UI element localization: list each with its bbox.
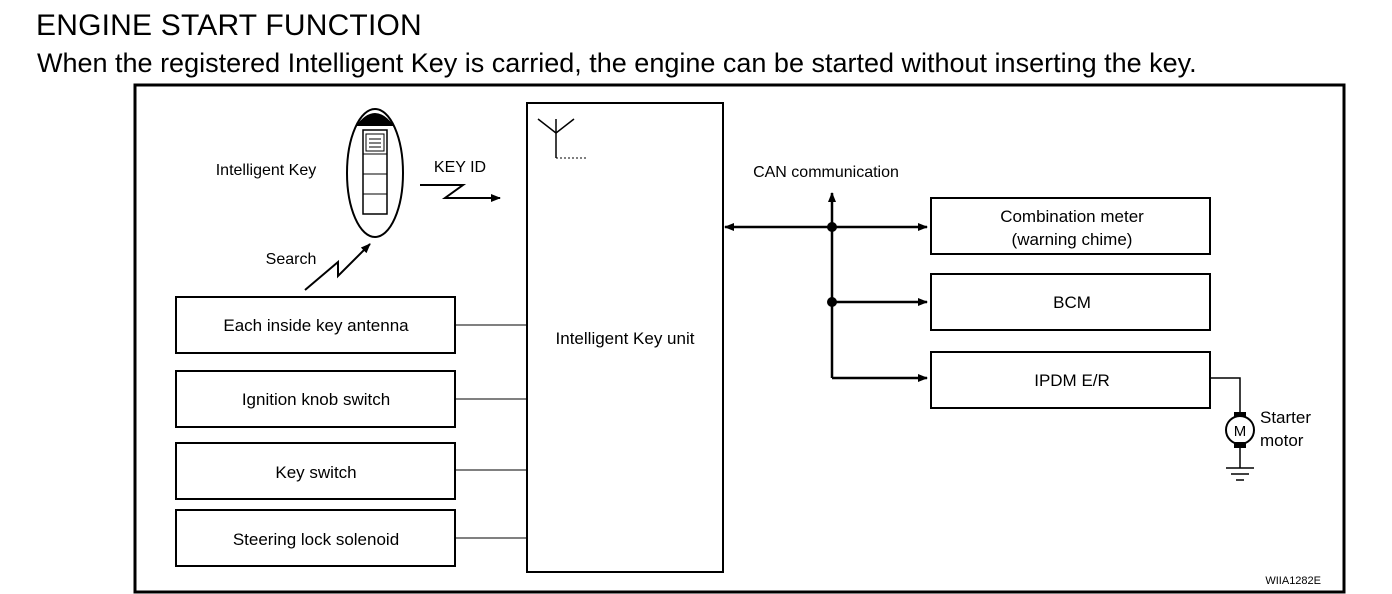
intelligent-key-unit-label: Intelligent Key unit — [556, 329, 695, 348]
antenna-icon — [537, 118, 586, 159]
starter-motor-icon: M — [1225, 412, 1255, 448]
input-box-key-switch: Key switch — [175, 442, 456, 500]
input-box-antenna: Each inside key antenna — [175, 296, 456, 354]
bcm-label: BCM — [1053, 293, 1091, 312]
intelligent-key-icon — [346, 108, 404, 238]
bcm-box: BCM — [930, 273, 1211, 331]
input-box-steering-lock: Steering lock solenoid — [175, 509, 456, 567]
key-id-label: KEY ID — [434, 159, 486, 176]
warning-chime-label: (warning chime) — [1012, 230, 1133, 249]
diagram-frame — [133, 83, 1346, 594]
key-id-signal-arrow — [420, 184, 501, 202]
page-description: When the registered Intelligent Key is c… — [37, 48, 1197, 78]
ground-icon — [1226, 467, 1254, 481]
can-junction-2 — [827, 297, 837, 307]
input-label-ignition-knob: Ignition knob switch — [242, 390, 390, 409]
input-label-antenna: Each inside key antenna — [223, 316, 409, 335]
input-label-key-switch: Key switch — [275, 463, 356, 482]
search-label: Search — [266, 251, 317, 268]
intelligent-key-unit: Intelligent Key unit — [526, 102, 724, 573]
motor-label: motor — [1260, 431, 1304, 450]
starter-label: Starter — [1260, 408, 1311, 427]
ipdm-label: IPDM E/R — [1034, 371, 1110, 390]
figure-code: WIIA1282E — [1265, 575, 1321, 587]
can-communication-label: CAN communication — [753, 164, 899, 181]
starter-wire — [1210, 377, 1241, 412]
motor-symbol: M — [1234, 423, 1247, 440]
ipdm-box: IPDM E/R — [930, 351, 1211, 409]
combination-meter-label: Combination meter — [1000, 207, 1144, 226]
input-box-ignition-knob: Ignition knob switch — [175, 370, 456, 428]
combination-meter-box: Combination meter (warning chime) — [930, 197, 1211, 255]
can-junction-1 — [827, 222, 837, 232]
page-title: ENGINE START FUNCTION — [36, 9, 422, 42]
intelligent-key-label: Intelligent Key — [216, 162, 317, 179]
search-signal-arrow — [304, 243, 371, 291]
input-label-steering-lock: Steering lock solenoid — [233, 530, 399, 549]
